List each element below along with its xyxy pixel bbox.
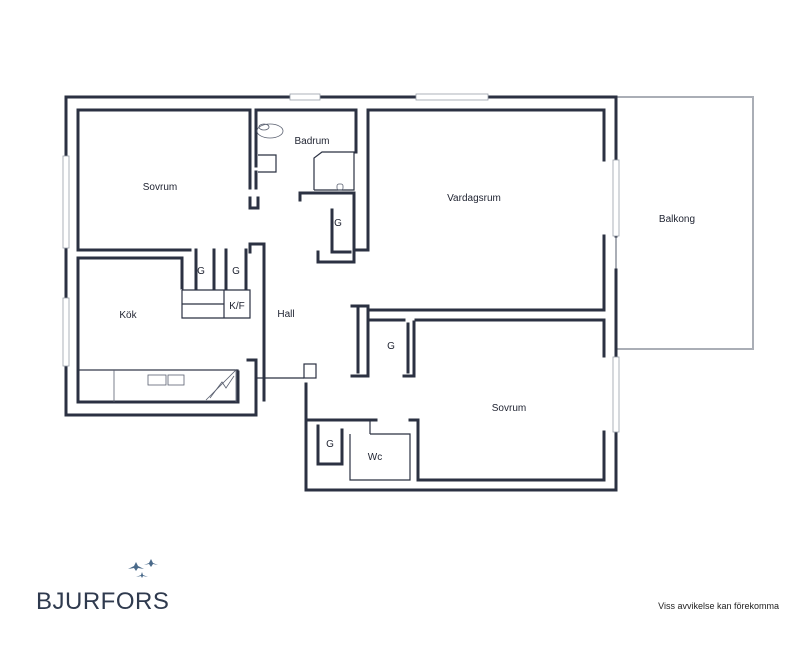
disclaimer-text: Viss avvikelse kan förekomma xyxy=(658,601,779,611)
room-label-kf: K/F xyxy=(229,301,245,312)
fixtures xyxy=(256,123,344,191)
interior-walls xyxy=(76,108,606,482)
room-label-g-left: G xyxy=(197,266,205,277)
room-label-vardagsrum: Vardagsrum xyxy=(447,193,501,204)
room-label-g-hall-upper: G xyxy=(334,218,342,229)
room-label-g-right: G xyxy=(232,266,240,277)
room-label-sovrum-top: Sovrum xyxy=(143,182,177,193)
drain-icon xyxy=(336,183,344,191)
room-label-wc: Wc xyxy=(368,452,382,463)
room-label-g-lower: G xyxy=(326,439,334,450)
bird-logo-icon xyxy=(128,559,158,578)
bathtub-icon xyxy=(256,123,284,139)
room-label-balkong: Balkong xyxy=(659,214,695,225)
room-label-hall: Hall xyxy=(277,309,294,320)
room-label-badrum: Badrum xyxy=(294,136,329,147)
brand-name: BJURFORS xyxy=(36,588,170,615)
room-label-g-center: G xyxy=(387,341,395,352)
room-label-kok: Kök xyxy=(119,310,137,321)
windows xyxy=(62,93,620,433)
room-label-sovrum-bottom: Sovrum xyxy=(492,403,526,414)
